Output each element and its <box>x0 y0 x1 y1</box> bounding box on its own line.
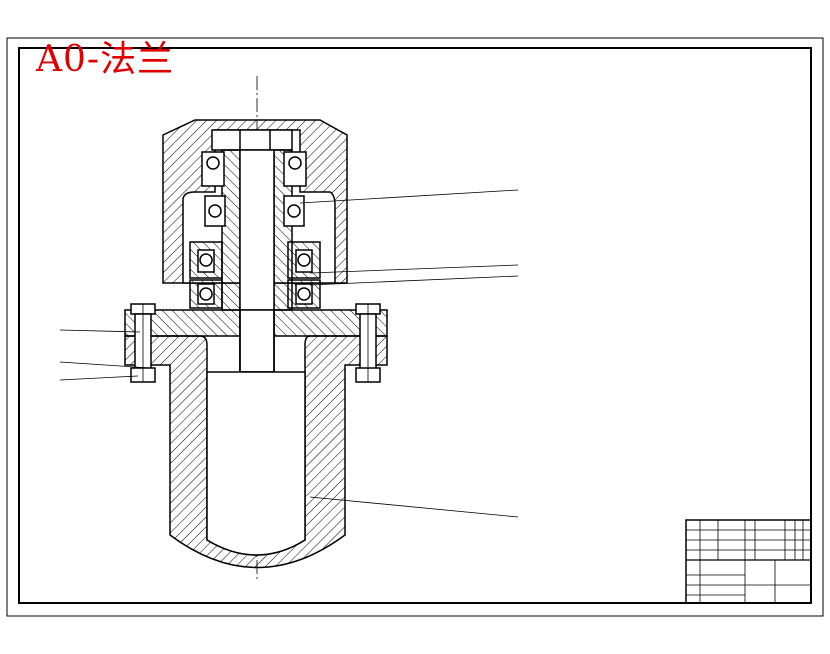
leader-line <box>309 264 519 274</box>
leader-line <box>309 275 519 286</box>
title-block <box>685 519 812 604</box>
outer-border <box>6 37 824 617</box>
leader-line <box>299 189 519 204</box>
leader-lines <box>59 189 519 518</box>
inner-border <box>18 47 812 604</box>
leader-line <box>59 329 141 333</box>
drawing-title: A0-法兰 <box>36 39 175 80</box>
leader-line <box>59 361 151 369</box>
flange-assembly-section <box>124 119 388 569</box>
leader-line <box>309 496 519 518</box>
leader-line <box>59 375 139 381</box>
